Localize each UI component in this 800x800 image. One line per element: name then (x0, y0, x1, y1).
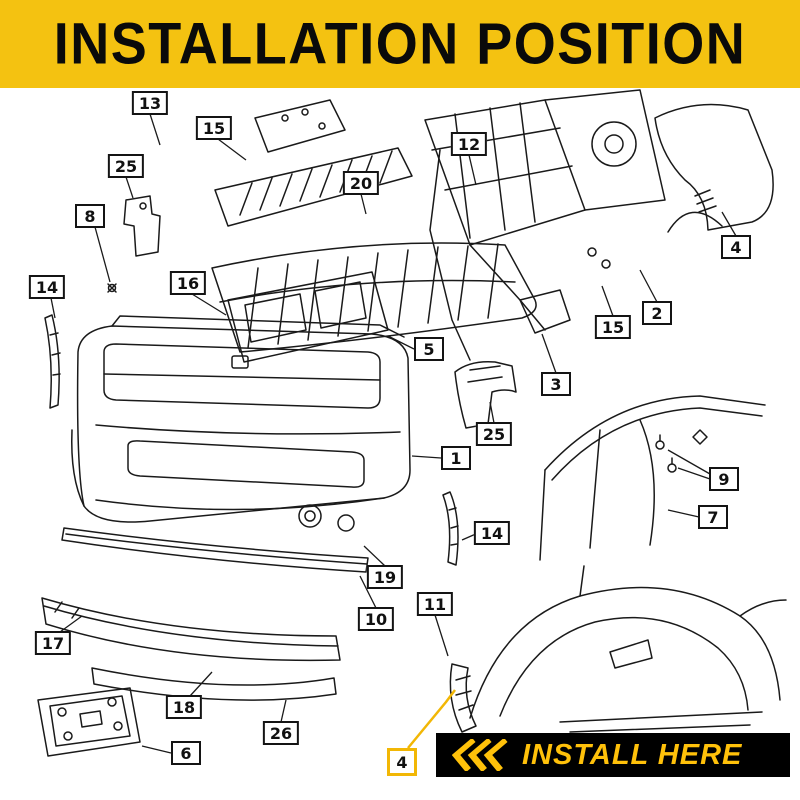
callout-4-top: 4 (721, 235, 751, 259)
install-here-banner: INSTALL HERE (436, 733, 790, 777)
license-bracket-part (37, 687, 141, 757)
callout-25-a: 25 (107, 154, 145, 178)
callout-14-b: 14 (473, 521, 511, 545)
door-corner-part (539, 395, 766, 561)
callout-7: 7 (698, 505, 728, 529)
callout-4-install-highlight: 4 (387, 748, 417, 776)
callout-1: 1 (441, 446, 471, 470)
install-here-label: INSTALL HERE (522, 738, 743, 771)
callout-25-b: 25 (475, 422, 513, 446)
callout-9: 9 (709, 467, 739, 491)
callout-6: 6 (171, 741, 201, 765)
wheel-arch-part (449, 565, 787, 733)
impact-absorber-part (211, 242, 537, 353)
callout-10: 10 (357, 607, 395, 631)
callout-15-a: 15 (195, 116, 233, 140)
leader-lines (50, 113, 737, 754)
install-leader-line (407, 689, 456, 749)
triple-chevron-left-icon (451, 739, 508, 771)
callout-11: 11 (416, 592, 454, 616)
callout-14-a: 14 (28, 275, 66, 299)
callout-5: 5 (414, 337, 444, 361)
callout-26: 26 (262, 721, 300, 745)
radiator-support-part (424, 89, 666, 361)
center-bracket-part (454, 360, 517, 429)
callout-20: 20 (342, 171, 380, 195)
front-splitter-part (41, 597, 341, 701)
callout-13: 13 (131, 91, 169, 115)
callout-8: 8 (75, 204, 105, 228)
callout-15-b: 15 (594, 315, 632, 339)
callout-18: 18 (165, 695, 203, 719)
title-banner: INSTALLATION POSITION (0, 0, 800, 88)
upper-bracket-part (254, 99, 346, 153)
bumper-cover-part (71, 315, 411, 532)
callout-16: 16 (169, 271, 207, 295)
page-title: INSTALLATION POSITION (53, 11, 747, 77)
callout-17: 17 (34, 631, 72, 655)
fender-part (654, 103, 774, 233)
callout-12: 12 (450, 132, 488, 156)
right-side-bracket-part (442, 491, 459, 566)
callout-2: 2 (642, 301, 672, 325)
lower-trim-strip-part (61, 527, 369, 573)
callout-3: 3 (541, 372, 571, 396)
left-side-bracket-part (44, 314, 61, 409)
callout-19: 19 (366, 565, 404, 589)
small-bracket-part (107, 195, 161, 293)
